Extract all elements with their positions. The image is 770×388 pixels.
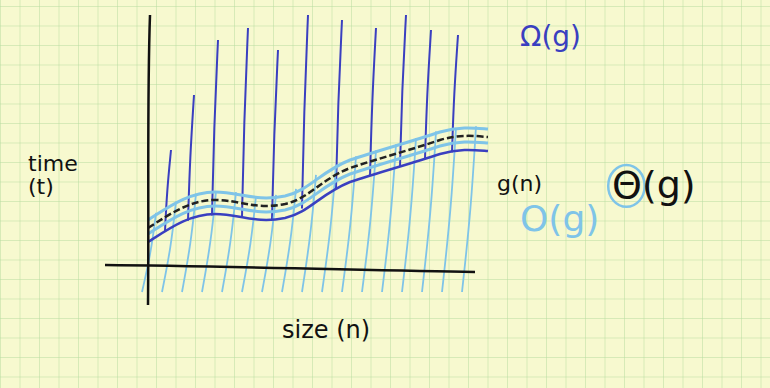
omega-hatch [242, 28, 248, 217]
curve-label: g(n) [497, 172, 542, 195]
omega-label: Ω(g) [520, 22, 581, 51]
omega-hatch [272, 50, 278, 219]
time-axis [148, 15, 150, 305]
omega-hatch [188, 95, 194, 221]
size-axis [105, 265, 475, 272]
lower-bound-curve [148, 150, 488, 242]
o-hatch [262, 195, 276, 292]
big-o-label: O(g) [520, 200, 599, 238]
theta-label: Θ(g) [612, 166, 696, 206]
axis-label: time (t) [28, 152, 98, 198]
axis-label: size (n) [282, 318, 370, 343]
omega-hatch [212, 40, 218, 216]
omega-hatch [425, 30, 431, 159]
upper-bound-curve [148, 128, 488, 220]
g-curve [148, 136, 488, 228]
omega-hatch [302, 15, 308, 209]
